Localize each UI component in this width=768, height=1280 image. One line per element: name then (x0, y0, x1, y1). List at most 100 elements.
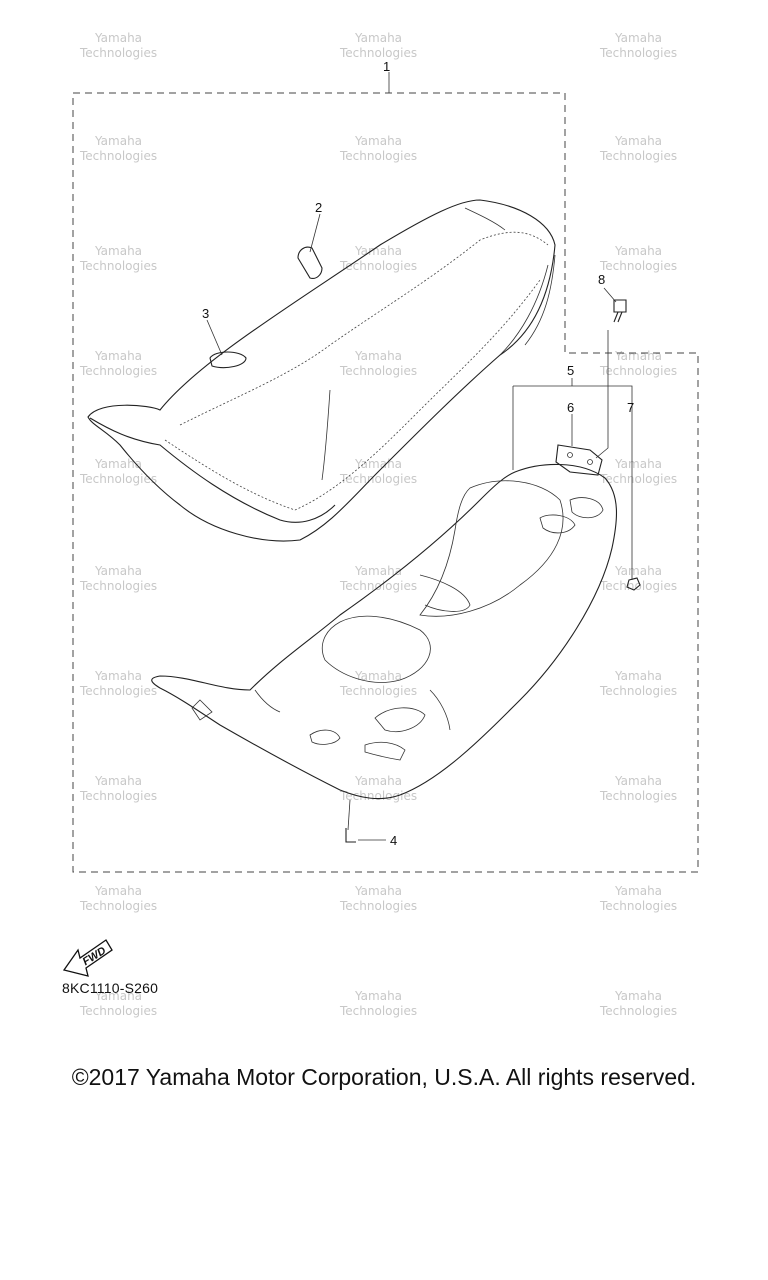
svg-text:Technologies: Technologies (599, 1004, 677, 1018)
svg-text:Yamaha: Yamaha (614, 31, 662, 45)
svg-text:Yamaha: Yamaha (614, 349, 662, 363)
grab-strap (297, 246, 323, 279)
svg-text:Technologies: Technologies (79, 472, 157, 486)
svg-text:Yamaha: Yamaha (94, 989, 142, 1003)
bracket (555, 444, 603, 476)
svg-text:Yamaha: Yamaha (94, 134, 142, 148)
svg-text:Yamaha: Yamaha (614, 457, 662, 471)
clip (345, 828, 356, 843)
svg-text:Technologies: Technologies (79, 684, 157, 698)
callout-8: 8 (598, 272, 605, 287)
svg-text:Technologies: Technologies (599, 149, 677, 163)
svg-text:Yamaha: Yamaha (354, 564, 402, 578)
leader-lines (206, 213, 633, 841)
svg-text:Technologies: Technologies (599, 364, 677, 378)
svg-text:Yamaha: Yamaha (94, 669, 142, 683)
svg-text:Technologies: Technologies (79, 789, 157, 803)
callout-7: 7 (627, 400, 634, 415)
callout-5: 5 (567, 363, 574, 378)
svg-text:Technologies: Technologies (599, 789, 677, 803)
svg-text:Yamaha: Yamaha (94, 349, 142, 363)
callout-4: 4 (390, 833, 397, 848)
svg-text:Yamaha: Yamaha (614, 134, 662, 148)
svg-text:Yamaha: Yamaha (354, 349, 402, 363)
svg-text:Technologies: Technologies (599, 472, 677, 486)
callout-3: 3 (202, 306, 209, 321)
assembly-boundary (72, 92, 699, 873)
svg-text:Yamaha: Yamaha (614, 669, 662, 683)
svg-text:Technologies: Technologies (339, 259, 417, 273)
svg-text:Technologies: Technologies (79, 1004, 157, 1018)
svg-text:Technologies: Technologies (599, 46, 677, 60)
svg-text:Yamaha: Yamaha (94, 564, 142, 578)
nut (626, 577, 641, 591)
svg-text:Technologies: Technologies (79, 149, 157, 163)
part-code: 8KC1110-S260 (62, 980, 159, 996)
svg-text:Yamaha: Yamaha (94, 774, 142, 788)
copyright-notice: ©2017 Yamaha Motor Corporation, U.S.A. A… (71, 1064, 697, 1090)
svg-text:Yamaha: Yamaha (94, 884, 142, 898)
svg-text:Yamaha: Yamaha (614, 884, 662, 898)
svg-text:Technologies: Technologies (339, 472, 417, 486)
svg-text:Technologies: Technologies (339, 899, 417, 913)
callout-2: 2 (315, 200, 322, 215)
svg-text:Technologies: Technologies (339, 789, 417, 803)
svg-text:Technologies: Technologies (339, 1004, 417, 1018)
svg-text:Yamaha: Yamaha (614, 244, 662, 258)
svg-text:Technologies: Technologies (599, 259, 677, 273)
svg-text:Technologies: Technologies (339, 46, 417, 60)
svg-text:Yamaha: Yamaha (354, 669, 402, 683)
svg-text:Yamaha: Yamaha (94, 457, 142, 471)
svg-text:Yamaha: Yamaha (354, 457, 402, 471)
svg-text:Yamaha: Yamaha (614, 564, 662, 578)
svg-text:Technologies: Technologies (339, 579, 417, 593)
svg-text:Technologies: Technologies (79, 579, 157, 593)
fwd-arrow-icon: FWD (62, 939, 113, 977)
seat-cap (209, 351, 247, 369)
svg-text:Technologies: Technologies (79, 259, 157, 273)
svg-text:Yamaha: Yamaha (354, 989, 402, 1003)
svg-text:Yamaha: Yamaha (614, 989, 662, 1003)
svg-text:Yamaha: Yamaha (354, 884, 402, 898)
callout-1: 1 (383, 59, 390, 74)
seat-base (151, 444, 618, 843)
svg-text:Yamaha: Yamaha (94, 31, 142, 45)
svg-text:Technologies: Technologies (599, 899, 677, 913)
svg-text:Technologies: Technologies (79, 899, 157, 913)
svg-text:Yamaha: Yamaha (614, 774, 662, 788)
svg-text:Yamaha: Yamaha (354, 31, 402, 45)
svg-text:Technologies: Technologies (79, 46, 157, 60)
svg-text:Technologies: Technologies (339, 684, 417, 698)
svg-text:Technologies: Technologies (339, 364, 417, 378)
bolt (613, 299, 627, 323)
callout-6: 6 (567, 400, 574, 415)
